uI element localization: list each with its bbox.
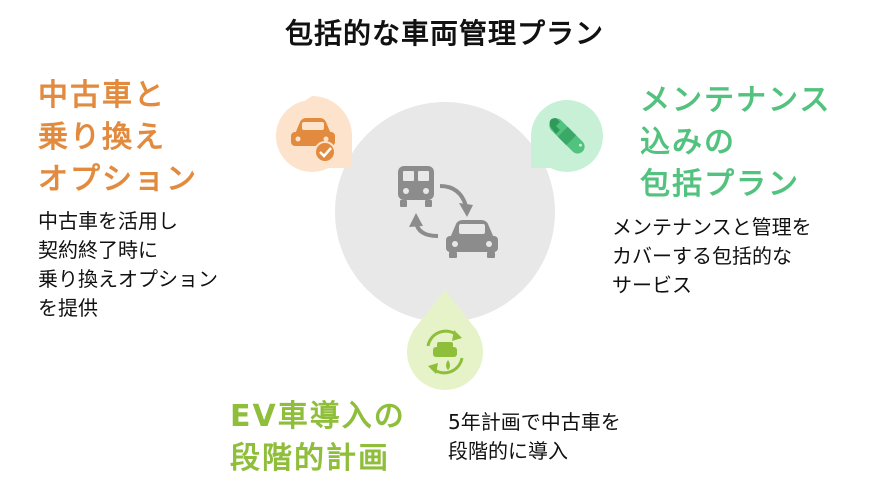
right-heading-line: 包括プラン [640, 167, 800, 202]
right-pin [531, 100, 603, 172]
bottom-description: 5年計画で中古車を 段階的に導入 [448, 408, 621, 466]
left-pin [276, 96, 352, 172]
bus-to-car-transition-icon [398, 166, 498, 258]
left-description-line: 契約終了時に [38, 238, 158, 262]
ev-recycle-icon [426, 329, 464, 375]
left-description-line: 乗り換えオプション [38, 267, 218, 291]
page-title: 包括的な車両管理プラン [284, 17, 604, 50]
bottom-heading-line: EV車導入の [230, 399, 406, 434]
bottom-description-line: 5年計画で中古車を [448, 410, 621, 434]
right-description-line: メンテナンスと管理を [612, 215, 812, 239]
center-circle [335, 102, 555, 322]
wrench-bandage-icon [549, 118, 585, 154]
left-description-line: を提供 [38, 296, 98, 320]
car-check-icon [291, 118, 336, 163]
left-heading-line: オプション [38, 162, 198, 197]
bottom-heading: EV車導入の 段階的計画 [230, 396, 406, 480]
bottom-pin [407, 290, 483, 390]
right-heading-line: メンテナンス [640, 83, 832, 118]
right-description-line: サービス [612, 273, 692, 297]
bottom-description-line: 段階的に導入 [448, 439, 568, 463]
left-heading-line: 乗り換え [38, 120, 166, 155]
left-heading-line: 中古車と [38, 78, 166, 113]
right-description: メンテナンスと管理を カバーする包括的な サービス [612, 213, 812, 300]
right-heading-line: 込みの [640, 125, 736, 160]
left-description-line: 中古車を活用し [38, 209, 178, 233]
bottom-heading-line: 段階的計画 [230, 441, 390, 476]
right-description-line: カバーする包括的な [612, 244, 792, 268]
left-description: 中古車を活用し 契約終了時に 乗り換えオプション を提供 [38, 207, 218, 323]
right-heading: メンテナンス 込みの 包括プラン [640, 80, 831, 206]
left-heading: 中古車と 乗り換え オプション [38, 75, 198, 201]
